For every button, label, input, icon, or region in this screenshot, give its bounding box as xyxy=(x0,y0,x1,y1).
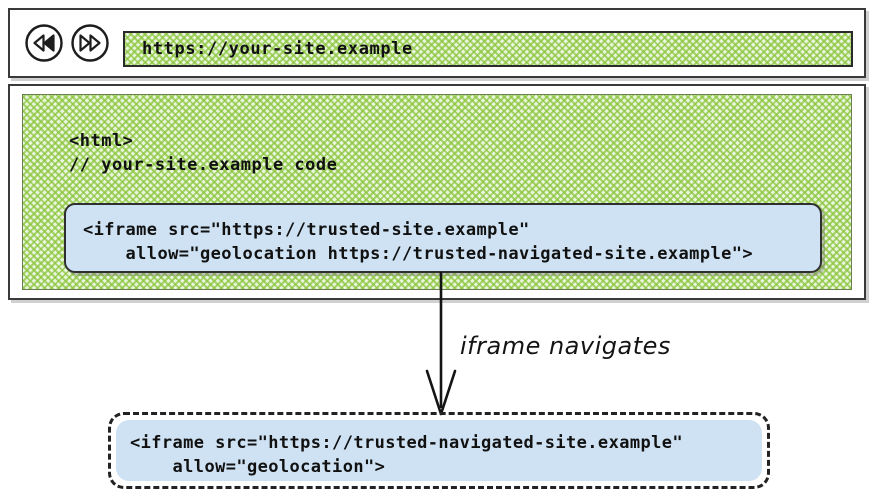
address-bar[interactable]: https://your-site.example xyxy=(123,31,853,67)
page-content-box: <html> // your-site.example code <iframe… xyxy=(8,84,866,300)
fast-forward-icon xyxy=(71,24,109,62)
resulting-iframe-box: <iframe src="https://trusted-navigated-s… xyxy=(108,412,770,489)
embedded-iframe-code-block: <iframe src="https://trusted-site.exampl… xyxy=(64,203,822,273)
embedded-iframe-line-2: allow="geolocation https://trusted-navig… xyxy=(83,244,753,264)
forward-button[interactable] xyxy=(68,21,112,65)
resulting-iframe-code-block: <iframe src="https://trusted-navigated-s… xyxy=(116,420,762,481)
navigation-buttons xyxy=(22,21,112,65)
code-line-html-tag: <html> xyxy=(69,131,134,151)
address-bar-value: https://your-site.example xyxy=(142,39,413,59)
browser-chrome-bar: https://your-site.example xyxy=(8,8,866,78)
page-document-area: <html> // your-site.example code <iframe… xyxy=(22,94,852,290)
arrow-annotation-label: iframe navigates xyxy=(460,332,671,360)
resulting-iframe-line-2: allow="geolocation"> xyxy=(130,457,386,477)
resulting-iframe-line-1: <iframe src="https://trusted-navigated-s… xyxy=(130,433,684,453)
rewind-icon xyxy=(25,24,63,62)
resulting-iframe-snippet: <iframe src="https://trusted-navigated-s… xyxy=(130,431,683,479)
code-line-site-comment: // your-site.example code xyxy=(69,155,338,175)
back-button[interactable] xyxy=(22,21,66,65)
embedded-iframe-line-1: <iframe src="https://trusted-site.exampl… xyxy=(83,220,530,240)
embedded-iframe-snippet: <iframe src="https://trusted-site.exampl… xyxy=(83,218,753,266)
